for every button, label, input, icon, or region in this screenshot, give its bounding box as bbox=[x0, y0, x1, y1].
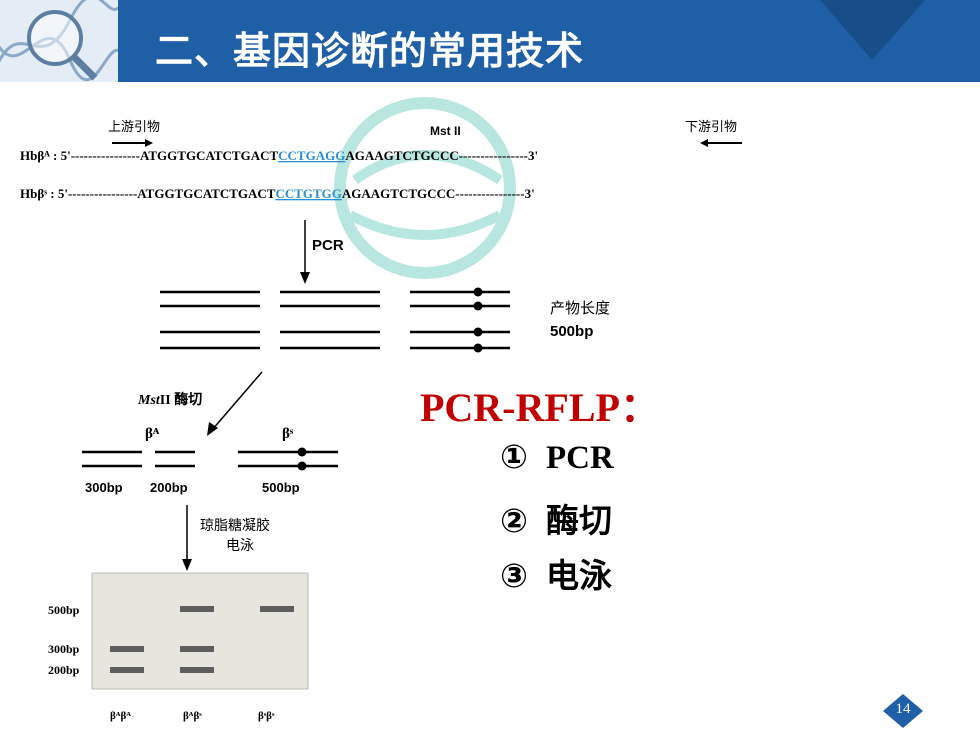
page-number: 14 bbox=[895, 701, 911, 717]
pcr-rflp-diagram: 上游引物 下游引物 Mst II Hbβᴬ : 5'--------------… bbox=[20, 97, 742, 722]
gel-marker-200: 200bp bbox=[48, 663, 80, 677]
slide-header: 二、基因诊断的常用技术 bbox=[0, 0, 980, 82]
sequence-s-line: Hbβˢ : 5'----------------ATGGTGCATCTGACT… bbox=[20, 186, 535, 201]
gel-lane-3: βˢβˢ bbox=[258, 710, 275, 722]
pcr-rflp-figure: 上游引物 下游引物 Mst II Hbβᴬ : 5'--------------… bbox=[0, 82, 980, 735]
step-2: ② 酶切 bbox=[500, 494, 612, 542]
digest-arrow-icon bbox=[207, 422, 218, 436]
enzyme-site-label: Mst II bbox=[430, 124, 461, 138]
product-size-label: 500bp bbox=[550, 323, 593, 340]
upstream-primer-label: 上游引物 bbox=[108, 120, 160, 135]
gel-lane-2: βᴬβˢ bbox=[183, 710, 202, 722]
gel-lane-1: βᴬβᴬ bbox=[110, 710, 131, 722]
frag-300-label: 300bp bbox=[85, 480, 123, 495]
step-3-text: 电泳 bbox=[546, 556, 612, 595]
watermark-logo bbox=[334, 97, 516, 279]
pcr-arrow-icon bbox=[300, 272, 310, 284]
gel-marker-500: 500bp bbox=[48, 603, 80, 617]
frag-500-label: 500bp bbox=[262, 480, 300, 495]
frag-200-label: 200bp bbox=[150, 480, 188, 495]
gel-arrow-icon bbox=[182, 559, 192, 571]
gel-label-2: 电泳 bbox=[226, 538, 254, 554]
pcr-label: PCR bbox=[312, 237, 344, 254]
upstream-arrow-icon bbox=[145, 139, 153, 147]
step-1-number: ① bbox=[500, 437, 528, 476]
pcr-rflp-title: PCR-RFLP： bbox=[420, 385, 660, 430]
step-1-text: PCR bbox=[546, 440, 614, 476]
step-1: ① PCR bbox=[500, 437, 614, 477]
step-2-text: 酶切 bbox=[546, 501, 612, 540]
beta-s-label: βˢ bbox=[282, 426, 294, 442]
beta-a-label: βᴬ bbox=[145, 426, 160, 442]
header-chevron-decoration bbox=[820, 0, 925, 60]
mutation-dots bbox=[473, 287, 483, 353]
dna-logo-icon bbox=[0, 0, 118, 82]
digest-label: MstII 酶切 bbox=[137, 391, 202, 408]
step-2-number: ② bbox=[500, 501, 528, 540]
step-3: ③ 电泳 bbox=[500, 549, 612, 597]
page-number-badge-icon bbox=[883, 694, 923, 728]
gel-marker-300: 300bp bbox=[48, 642, 80, 656]
gel-bands bbox=[110, 606, 294, 673]
product-length-label: 产物长度 bbox=[550, 299, 610, 317]
downstream-primer-label: 下游引物 bbox=[685, 120, 737, 135]
downstream-arrow-icon bbox=[700, 139, 708, 147]
slide-title: 二、基因诊断的常用技术 bbox=[155, 29, 585, 73]
step-3-number: ③ bbox=[500, 556, 528, 595]
pcr-products bbox=[160, 290, 510, 350]
gel-label-1: 琼脂糖凝胶 bbox=[200, 517, 270, 534]
digest-fragments bbox=[82, 450, 338, 468]
sequence-a-line: Hbβᴬ : 5'----------------ATGGTGCATCTGACT… bbox=[20, 148, 538, 163]
